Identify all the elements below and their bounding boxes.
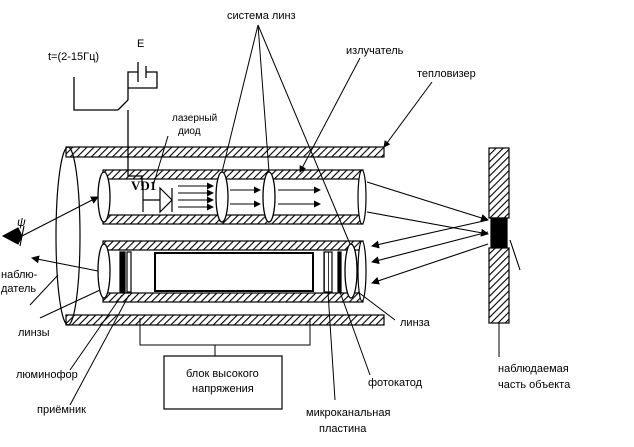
- housing-front-ellipse: [55, 146, 81, 326]
- light-rays: [366, 181, 521, 285]
- hv-block-label-2: напряжения: [192, 383, 254, 395]
- laser-diode: [142, 186, 173, 214]
- laser-diode-label-2: диод: [178, 126, 201, 137]
- emitter-tube-bottom-wall: [102, 214, 364, 225]
- emitter-tube-end-ellipse: [357, 169, 367, 225]
- psi-label: ψ: [17, 215, 26, 229]
- receiver-tube-bottom-wall: [102, 292, 364, 303]
- mcp-label-1: микроканальная: [306, 407, 390, 419]
- object-label-1: наблюдаемая: [498, 363, 569, 375]
- thermal-imager-label: тепловизер: [417, 68, 476, 80]
- object-upper-bar: [488, 147, 510, 219]
- receiver-tube: [102, 240, 367, 303]
- observed-object: [488, 147, 510, 324]
- housing: [55, 146, 385, 326]
- lenses-label: линзы: [18, 327, 50, 339]
- vd1-label: VD1: [131, 178, 156, 193]
- emitter-label: излучатель: [346, 45, 404, 57]
- microchannel-plate: [323, 251, 333, 293]
- objective-lens-lower: [344, 243, 358, 299]
- eyepiece-lens-upper: [97, 171, 111, 223]
- lens-system-2: [262, 171, 276, 223]
- voltage-source-label: E: [137, 38, 144, 50]
- object-label-2: часть объекта: [498, 379, 571, 391]
- laser-diode-label-1: лазерный: [172, 113, 217, 124]
- frequency-label: t=(2-15Гц): [48, 51, 99, 63]
- lens-system-1: [215, 171, 229, 223]
- photocathode-plate: [337, 251, 342, 293]
- object-middle: [490, 217, 508, 249]
- hv-block-box: [163, 355, 283, 410]
- luminophore-label: люминофор: [16, 369, 78, 381]
- receiver-tube-top-wall: [102, 240, 364, 251]
- photocathode-label: фотокатод: [368, 377, 423, 389]
- receiver-tube-end-ellipse: [357, 240, 367, 302]
- hv-block-label-1: блок высокого: [186, 368, 259, 380]
- mcp-label-2: пластина: [319, 423, 367, 435]
- observer-label-2: датель: [1, 283, 36, 295]
- lenses: [97, 171, 358, 299]
- object-lower-bar: [488, 247, 510, 324]
- lens-system-label: система линз: [227, 10, 296, 22]
- observer-label-1: наблю-: [1, 269, 38, 281]
- control-circuit: [73, 62, 158, 186]
- observer-eye: [1, 196, 99, 272]
- housing-bottom-wall: [65, 314, 385, 326]
- laser-beams: [178, 182, 321, 211]
- text-labels: система линз излучатель тепловизер t=(2-…: [1, 10, 571, 435]
- luminophore-screen: [119, 251, 126, 293]
- lens-label: линза: [400, 317, 431, 329]
- receiver-plate: [126, 251, 132, 293]
- intensifier-chamber: [154, 252, 314, 292]
- receiver-label: приёмник: [37, 404, 86, 416]
- housing-top-wall: [65, 146, 385, 158]
- leader-lines: [29, 24, 500, 406]
